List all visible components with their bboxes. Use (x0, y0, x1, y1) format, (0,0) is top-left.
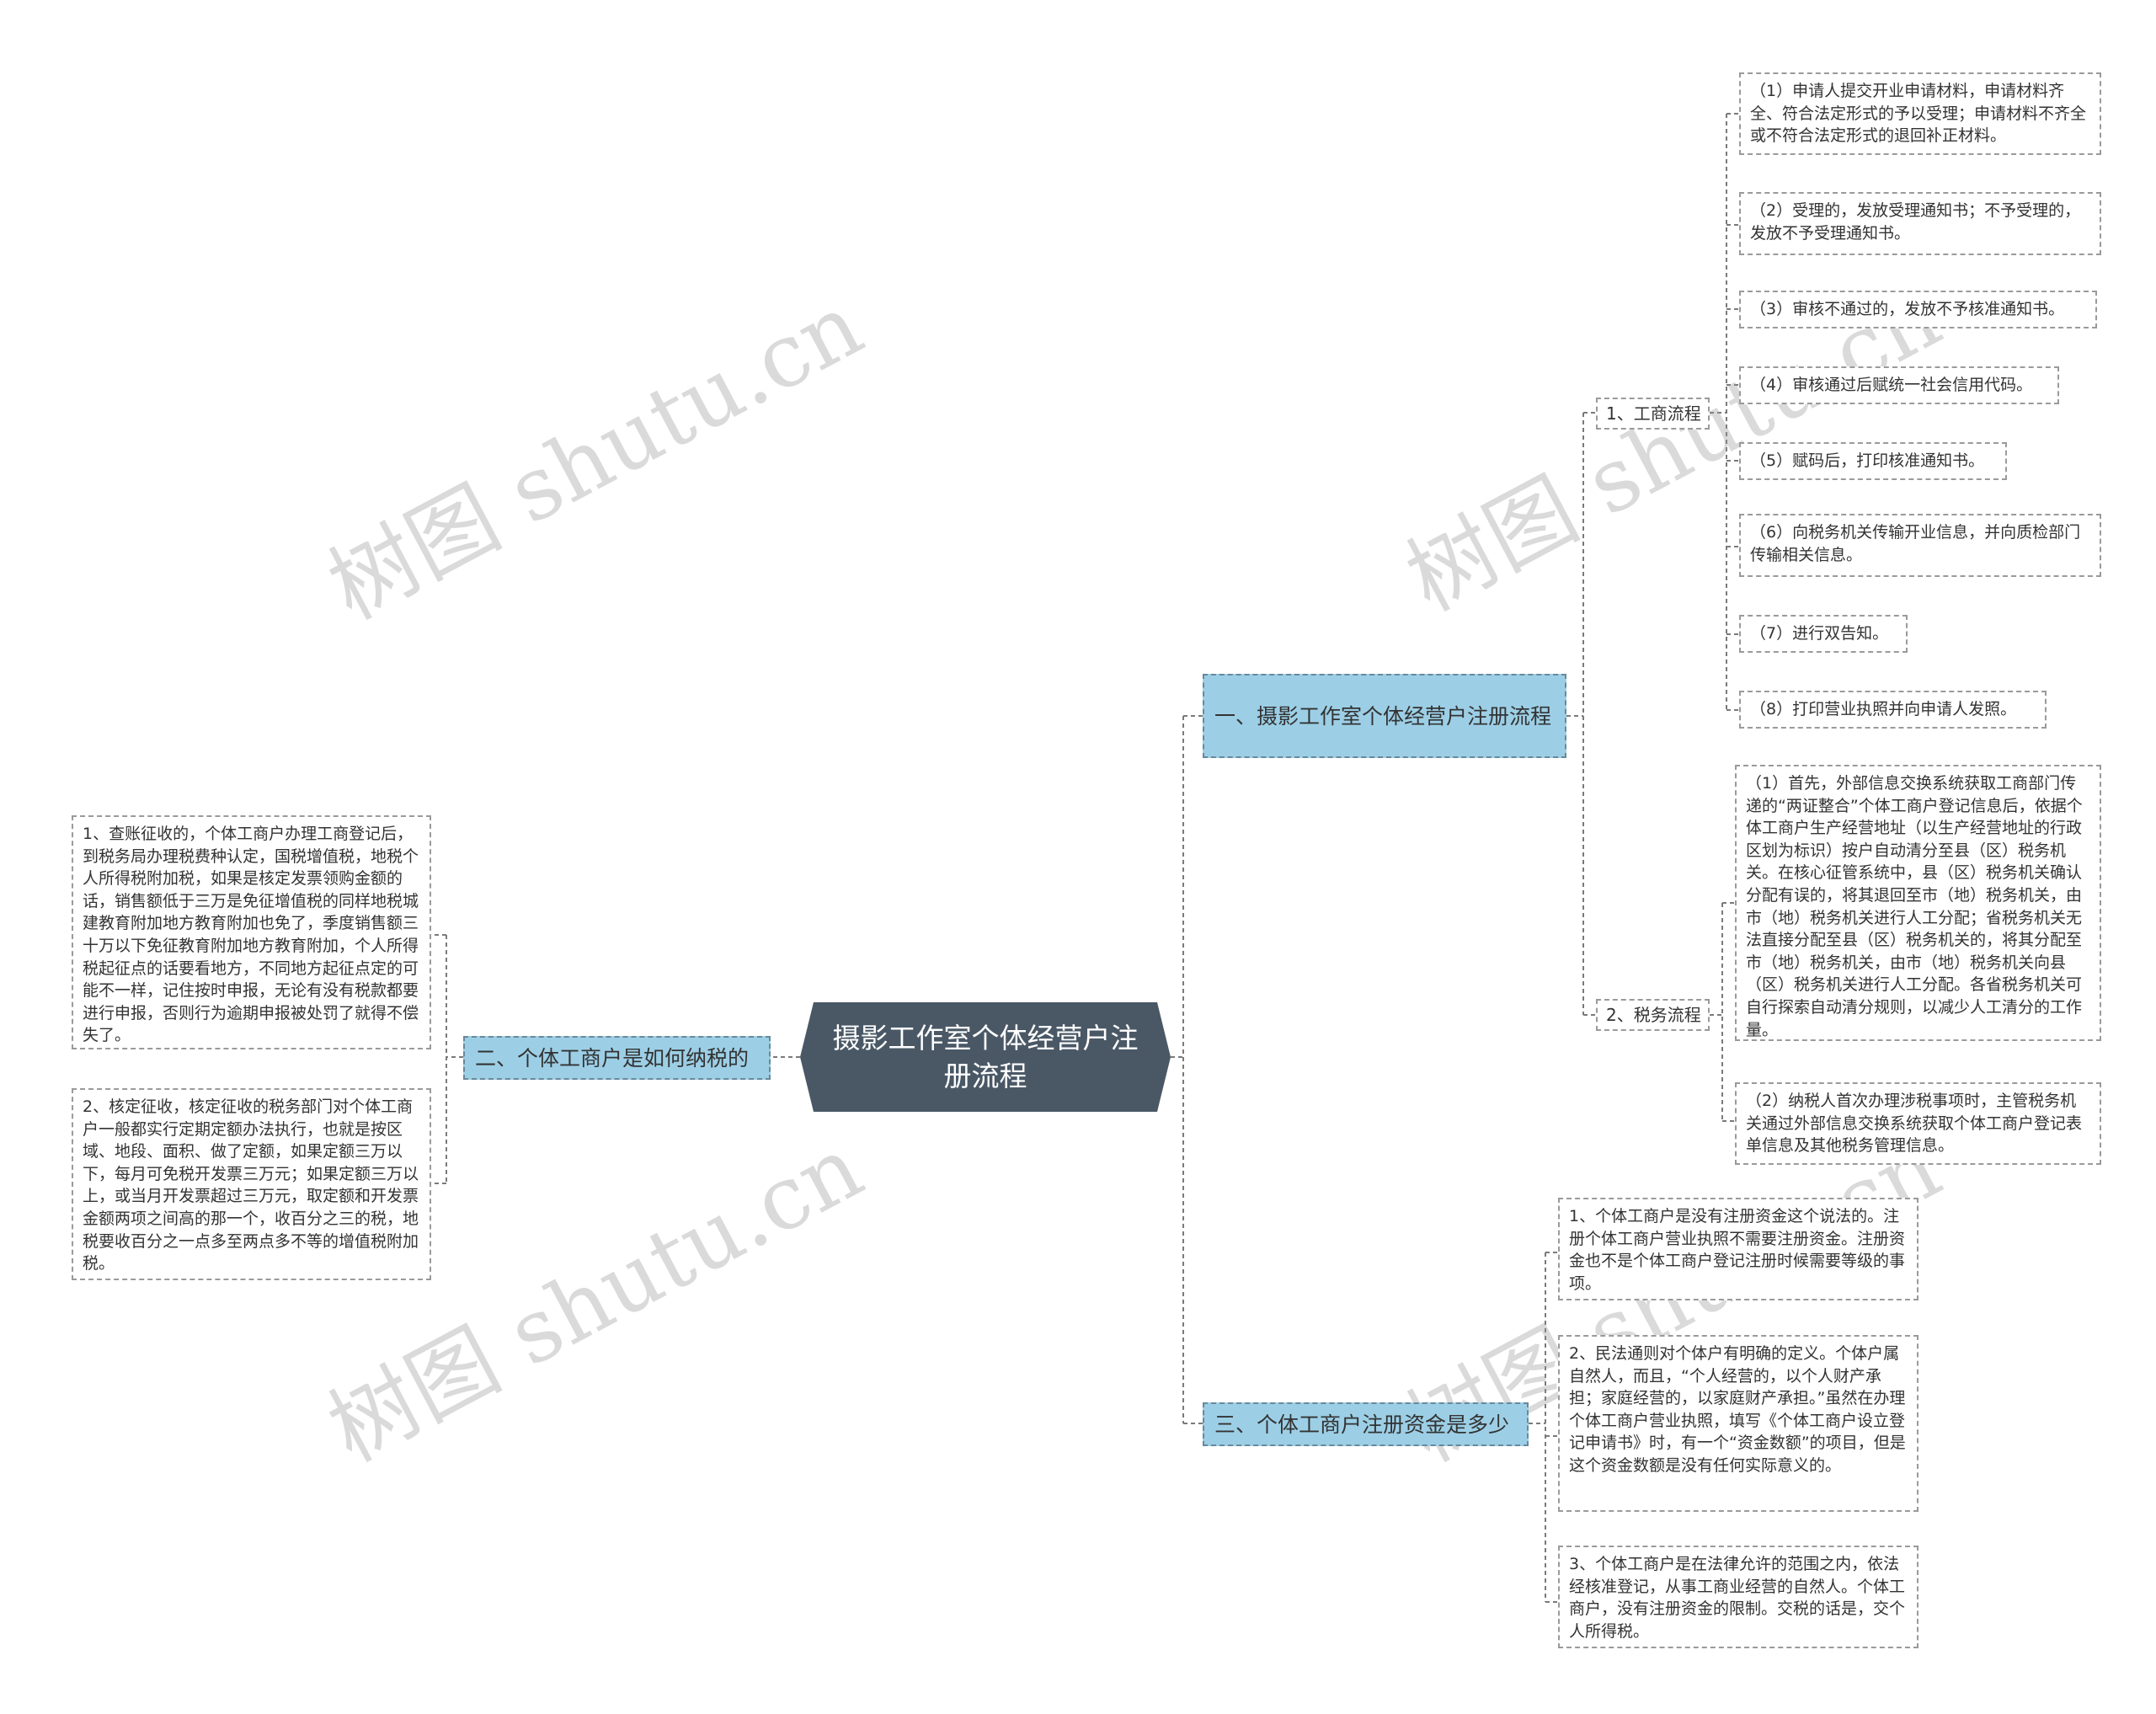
business-step-1[interactable]: （1）申请人提交开业申请材料，申请材料齐全、符合法定形式的予以受理；申请材料不齐… (1739, 72, 2101, 155)
business-step-6[interactable]: （6）向税务机关传输开业信息，并向质检部门传输相关信息。 (1739, 514, 2101, 577)
tax-step-1[interactable]: （1）首先，外部信息交换系统获取工商部门传递的“两证整合”个体工商户登记信息后，… (1735, 765, 2101, 1041)
capital-item-1[interactable]: 1、个体工商户是没有注册资金这个说法的。注册个体工商户营业执照不需要注册资金。注… (1558, 1198, 1919, 1300)
leaf-text: 2、民法通则对个体户有明确的定义。个体户属自然人，而且，“个人经营的，以个人财产… (1569, 1344, 1906, 1475)
leaf-text: （1）申请人提交开业申请材料，申请材料齐全、符合法定形式的予以受理；申请材料不齐… (1750, 82, 2087, 146)
business-step-4[interactable]: （4）审核通过后赋统一社会信用代码。 (1739, 366, 2059, 404)
tax-method-item-2[interactable]: 2、核定征收，核定征收的税务部门对个体工商户一般都实行定期定额办法执行，也就是按… (72, 1088, 431, 1280)
business-step-8[interactable]: （8）打印营业执照并向申请人发照。 (1739, 691, 2047, 729)
leaf-text: 1、查账征收的，个体工商户办理工商登记后，到税务局办理税费种认定，国税增值税，地… (83, 825, 419, 1045)
leaf-text: 1、个体工商户是没有注册资金这个说法的。注册个体工商户营业执照不需要注册资金。注… (1569, 1207, 1906, 1293)
leaf-text: （1）首先，外部信息交换系统获取工商部门传递的“两证整合”个体工商户登记信息后，… (1746, 774, 2083, 1039)
sub-topic-tax-process[interactable]: 2、税务流程 (1596, 999, 1710, 1031)
branch-registration-process[interactable]: 一、摄影工作室个体经营户注册流程 (1203, 674, 1566, 758)
sub-topic-label: 2、税务流程 (1606, 1005, 1701, 1025)
leaf-text: （2）受理的，发放受理通知书；不予受理的，发放不予受理通知书。 (1750, 201, 2081, 243)
tax-method-item-1[interactable]: 1、查账征收的，个体工商户办理工商登记后，到税务局办理税费种认定，国税增值税，地… (72, 815, 431, 1049)
leaf-text: （6）向税务机关传输开业信息，并向质检部门传输相关信息。 (1750, 523, 2081, 564)
capital-item-2[interactable]: 2、民法通则对个体户有明确的定义。个体户属自然人，而且，“个人经营的，以个人财产… (1558, 1335, 1919, 1512)
sub-topic-label: 1、工商流程 (1606, 403, 1701, 424)
leaf-text: （8）打印营业执照并向申请人发照。 (1750, 700, 2017, 718)
leaf-text: 2、核定征收，核定征收的税务部门对个体工商户一般都实行定期定额办法执行，也就是按… (83, 1097, 419, 1273)
leaf-text: （3）审核不通过的，发放不予核准通知书。 (1750, 300, 2065, 318)
capital-item-3[interactable]: 3、个体工商户是在法律允许的范围之内，依法经核准登记，从事工商业经营的自然人。个… (1558, 1546, 1919, 1648)
branch-label: 二、个体工商户是如何纳税的 (475, 1045, 750, 1071)
business-step-3[interactable]: （3）审核不通过的，发放不予核准通知书。 (1739, 291, 2097, 328)
business-step-2[interactable]: （2）受理的，发放受理通知书；不予受理的，发放不予受理通知书。 (1739, 192, 2101, 255)
leaf-text: 3、个体工商户是在法律允许的范围之内，依法经核准登记，从事工商业经营的自然人。个… (1569, 1555, 1906, 1641)
branch-how-to-pay-tax[interactable]: 二、个体工商户是如何纳税的 (463, 1036, 771, 1080)
leaf-text: （7）进行双告知。 (1750, 624, 1889, 643)
tax-step-2[interactable]: （2）纳税人首次办理涉税事项时，主管税务机关通过外部信息交换系统获取个体工商户登… (1735, 1082, 2101, 1165)
branch-registered-capital[interactable]: 三、个体工商户注册资金是多少 (1203, 1402, 1529, 1446)
root-topic-label: 摄影工作室个体经营户注册流程 (832, 1022, 1139, 1092)
business-step-7[interactable]: （7）进行双告知。 (1739, 615, 1908, 653)
leaf-text: （2）纳税人首次办理涉税事项时，主管税务机关通过外部信息交换系统获取个体工商户登… (1746, 1092, 2083, 1156)
branch-label: 三、个体工商户注册资金是多少 (1214, 1412, 1510, 1437)
business-step-5[interactable]: （5）赋码后，打印核准通知书。 (1739, 442, 2007, 480)
root-topic[interactable]: 摄影工作室个体经营户注册流程 (800, 1002, 1171, 1112)
branch-label: 一、摄影工作室个体经营户注册流程 (1214, 703, 1552, 729)
sub-topic-business-process[interactable]: 1、工商流程 (1596, 398, 1710, 430)
leaf-text: （4）审核通过后赋统一社会信用代码。 (1750, 376, 2033, 394)
leaf-text: （5）赋码后，打印核准通知书。 (1750, 451, 1985, 470)
